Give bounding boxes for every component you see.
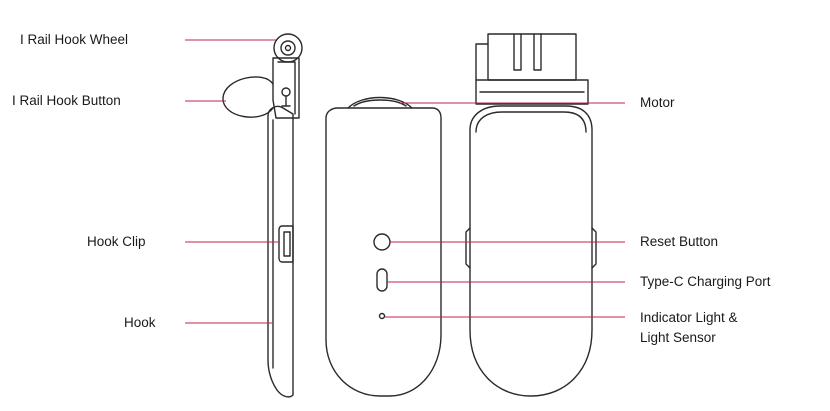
rail-hook-wheel-hub xyxy=(284,44,292,52)
rail-hook-wheel-outer xyxy=(273,33,303,63)
rail-hook-button-screw xyxy=(281,87,291,97)
indicator-light-dot xyxy=(378,312,386,320)
label-rail-hook-button: I Rail Hook Button xyxy=(12,93,121,108)
front-view-device xyxy=(325,96,442,397)
type-c-port-slot xyxy=(376,268,388,292)
back-body-outline xyxy=(469,105,593,397)
side-view-device xyxy=(222,33,303,398)
label-hook: Hook xyxy=(124,315,156,330)
label-reset-button: Reset Button xyxy=(640,234,719,249)
rail-hook-button-loop xyxy=(222,76,274,118)
rail-hook-button-stem xyxy=(281,95,291,107)
back-body-inner-edge xyxy=(475,111,587,133)
label-indicator-light-line1: Indicator Light & xyxy=(640,310,738,325)
hook-body-outline xyxy=(267,105,294,398)
label-indicator-light: Indicator Light & Light Sensor xyxy=(640,308,810,348)
hook-clip-outline xyxy=(278,225,294,263)
mount-top-outline xyxy=(487,33,577,81)
back-view-device xyxy=(465,33,597,397)
label-hook-clip: Hook Clip xyxy=(87,234,146,249)
rail-hook-wheel-mid xyxy=(280,40,296,56)
rail-hook-arm xyxy=(272,57,300,119)
motor-dome-inner xyxy=(353,99,407,107)
label-type-c-port: Type-C Charging Port xyxy=(640,274,771,289)
side-button-left xyxy=(465,227,471,269)
leader-lines xyxy=(185,39,625,324)
hook-clip-inner xyxy=(283,231,291,257)
mount-prong-right xyxy=(533,33,542,71)
mount-base xyxy=(475,79,589,105)
label-rail-hook-wheel: I Rail Hook Wheel xyxy=(20,32,129,47)
mount-prong-left xyxy=(513,33,522,71)
label-motor: Motor xyxy=(640,95,675,110)
motor-dome-outer xyxy=(347,96,413,109)
front-body-outline xyxy=(325,107,442,397)
mount-side-left xyxy=(475,43,489,81)
side-button-right xyxy=(591,227,597,269)
label-indicator-light-line2: Light Sensor xyxy=(640,330,716,345)
reset-button-circle xyxy=(373,233,391,251)
